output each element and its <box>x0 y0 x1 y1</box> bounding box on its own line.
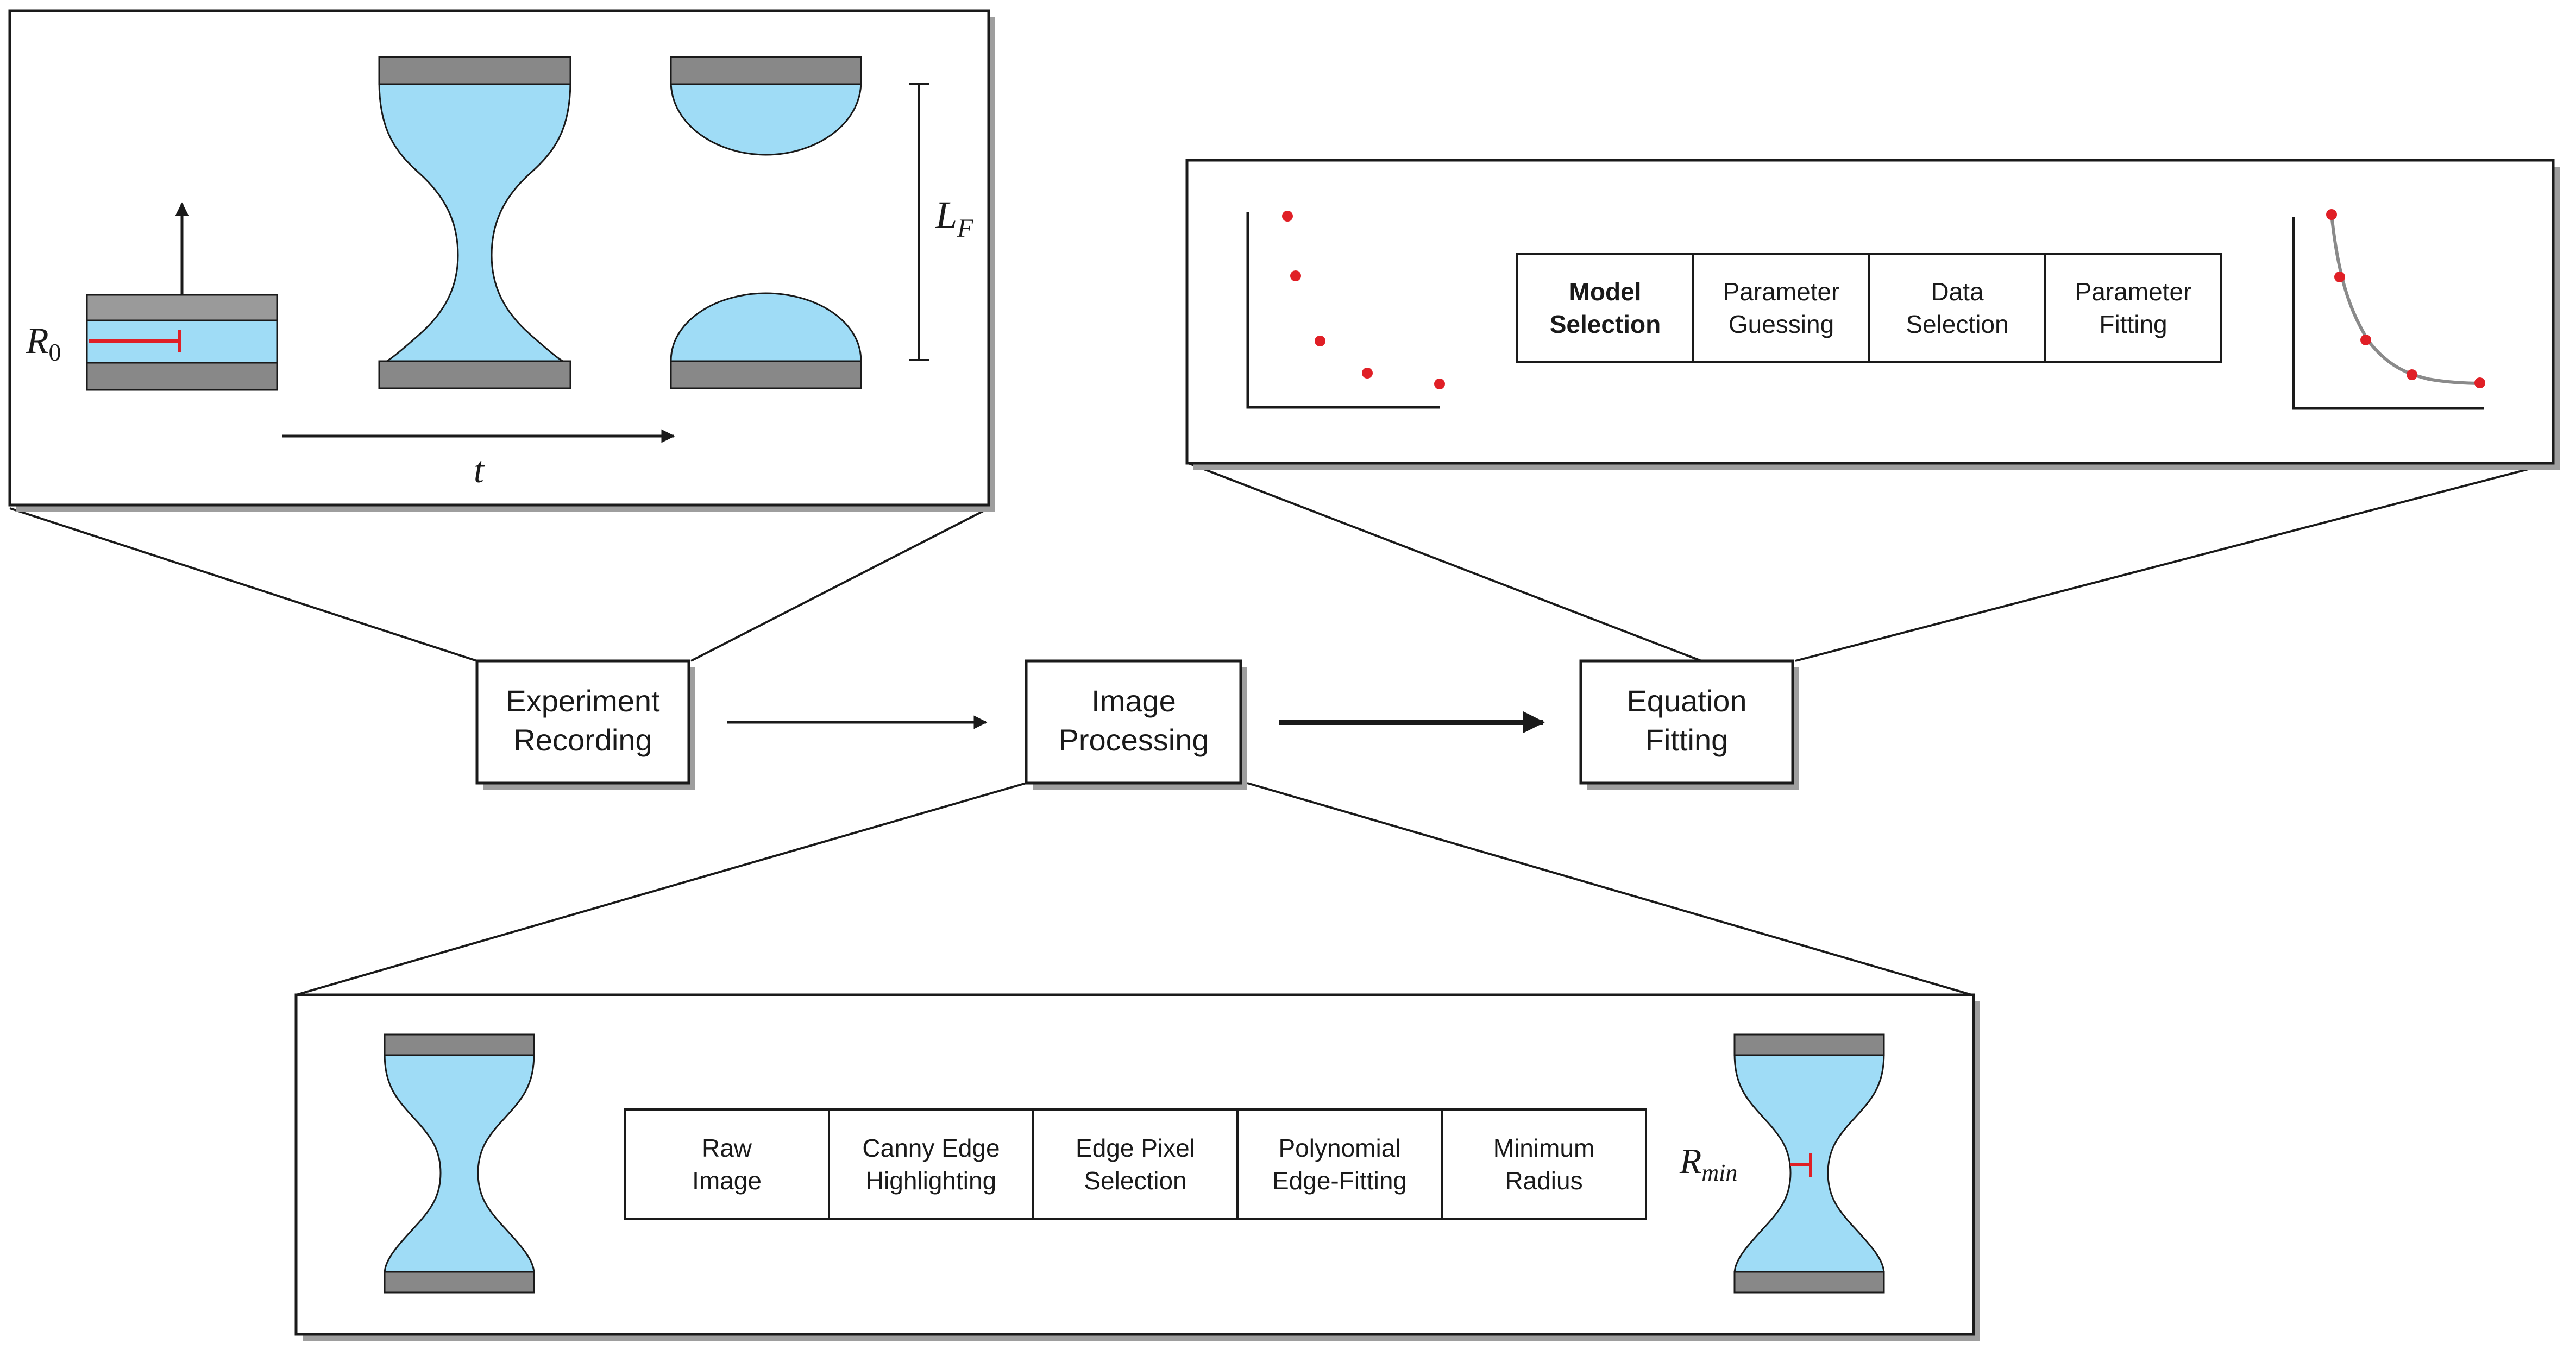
r0-label: R0 <box>26 320 61 366</box>
processing-step-label-line2: Highlighting <box>866 1166 996 1195</box>
image-label-line1: Image <box>1091 684 1176 718</box>
lf-bracket <box>909 83 929 361</box>
processing-step-label-line1: Canny Edge <box>862 1134 1000 1162</box>
equation-label-line1: Equation <box>1626 684 1746 718</box>
raw-data-point <box>1362 368 1373 379</box>
fitting-step-label-line1: Parameter <box>1723 277 1840 306</box>
lf-label: LF <box>935 193 973 243</box>
experiment-label-line1: Experiment <box>506 684 660 718</box>
processing-step-label-line1: Minimum <box>1493 1134 1595 1162</box>
fitting-step-label-line2: Fitting <box>2099 310 2167 338</box>
processing-step-label-line2: Selection <box>1084 1166 1186 1195</box>
equation-label-line2: Fitting <box>1645 723 1729 757</box>
processing-step-label-line2: Edge-Fitting <box>1272 1166 1407 1195</box>
image-label-line2: Processing <box>1058 723 1209 757</box>
fit-curve <box>2330 214 2484 385</box>
fitted-data-point <box>2360 335 2371 345</box>
fitting-step-label-line2: Selection <box>1550 310 1661 338</box>
experiment-panel: R0 LF t <box>8 9 995 512</box>
fitted-data-point <box>2407 369 2417 380</box>
initial-liquid-bridge: R0 <box>26 202 278 391</box>
rmin-label: Rmin <box>1679 1141 1737 1186</box>
rmin-marker <box>1790 1153 1812 1177</box>
fitted-data-point <box>2326 209 2337 220</box>
fitted-data-points <box>2326 209 2485 388</box>
r0-marker <box>89 330 181 352</box>
fitted-data-point <box>2474 377 2485 388</box>
processing-step-label-line1: Polynomial <box>1279 1134 1401 1162</box>
fitting-step-label-line2: Selection <box>1906 310 2008 338</box>
raw-data-point <box>1290 270 1301 281</box>
fitting-step-label-line1: Model <box>1569 277 1642 306</box>
flow-experiment-recording: Experiment Recording <box>475 659 695 790</box>
necking-liquid-bridge <box>378 56 571 389</box>
raw-data-point <box>1315 336 1325 346</box>
processing-step-label-line1: Raw <box>702 1134 752 1162</box>
flow-image-processing: Image Processing <box>1025 659 1247 790</box>
experiment-label-line2: Recording <box>513 723 652 757</box>
raw-data-plot <box>1246 211 1445 409</box>
fitting-panel: ModelSelectionParameterGuessingDataSelec… <box>1185 159 2560 470</box>
raw-data-point <box>1434 379 1445 389</box>
raw-image-bridge <box>384 1033 535 1294</box>
processing-step-label-line1: Edge Pixel <box>1076 1134 1195 1162</box>
fitting-step-label-line1: Parameter <box>2075 277 2192 306</box>
fitting-steps-table: ModelSelectionParameterGuessingDataSelec… <box>1516 253 2222 363</box>
fitted-data-point <box>2334 272 2345 282</box>
fitting-step-label-line1: Data <box>1931 277 1984 306</box>
time-label: t <box>474 449 485 490</box>
fitting-step-label-line2: Guessing <box>1729 310 1834 338</box>
flow-equation-fitting: Equation Fitting <box>1579 659 1799 790</box>
broken-liquid-bridge <box>670 56 862 389</box>
raw-data-point <box>1282 211 1293 222</box>
processing-step-label-line2: Image <box>692 1166 762 1195</box>
min-radius-bridge: Rmin <box>1679 1033 1885 1294</box>
raw-data-points <box>1282 211 1445 389</box>
processing-step-label-line2: Radius <box>1505 1166 1582 1195</box>
fitted-data-plot <box>2292 209 2485 410</box>
zoom-connectors <box>9 462 2554 996</box>
